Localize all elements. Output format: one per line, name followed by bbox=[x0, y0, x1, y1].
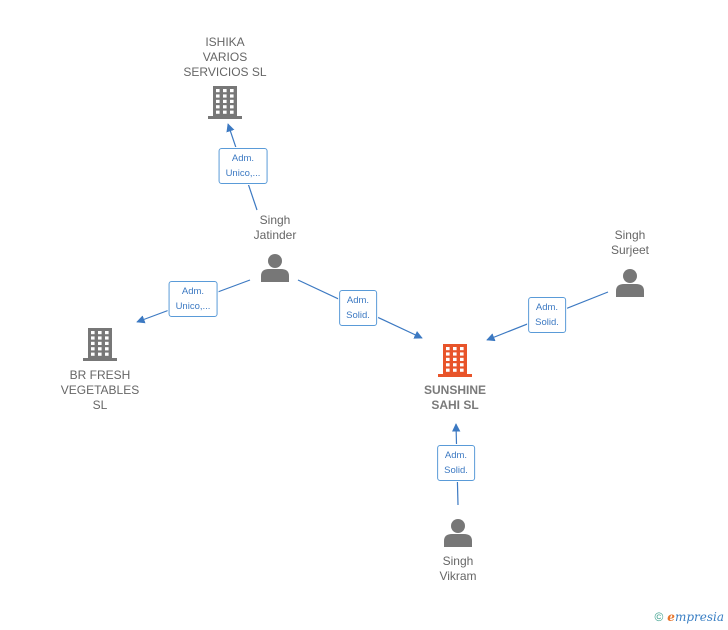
person-icon-vikram[interactable] bbox=[444, 519, 472, 547]
building-icon-sunshine[interactable] bbox=[438, 344, 472, 377]
copyright-icon: © bbox=[654, 610, 664, 624]
node-label-vikram[interactable]: Singh Vikram bbox=[439, 554, 477, 583]
node-label-br_fresh[interactable]: BR FRESH VEGETABLES SL bbox=[60, 368, 140, 412]
edge-label-jatinder-to-br_fresh[interactable]: Adm. Unico,... bbox=[168, 281, 218, 317]
person-icon-surjeet[interactable] bbox=[616, 269, 644, 297]
node-label-sunshine[interactable]: SUNSHINE SAHI SL bbox=[423, 383, 487, 412]
node-label-ishika[interactable]: ISHIKA VARIOS SERVICIOS SL bbox=[183, 35, 267, 79]
building-icon-ishika[interactable] bbox=[208, 86, 242, 119]
building-icon-br_fresh[interactable] bbox=[83, 328, 117, 361]
node-label-jatinder[interactable]: Singh Jatinder bbox=[253, 213, 297, 242]
edge-label-vikram-to-sunshine[interactable]: Adm. Solid. bbox=[437, 445, 475, 481]
empresia-watermark: ©empresia bbox=[654, 610, 724, 624]
edge-label-jatinder-to-sunshine[interactable]: Adm. Solid. bbox=[339, 290, 377, 326]
person-icon-jatinder[interactable] bbox=[261, 254, 289, 282]
edge-label-jatinder-to-ishika[interactable]: Adm. Unico,... bbox=[218, 148, 268, 184]
edge-label-surjeet-to-sunshine[interactable]: Adm. Solid. bbox=[528, 297, 566, 333]
node-label-surjeet[interactable]: Singh Surjeet bbox=[610, 228, 650, 257]
